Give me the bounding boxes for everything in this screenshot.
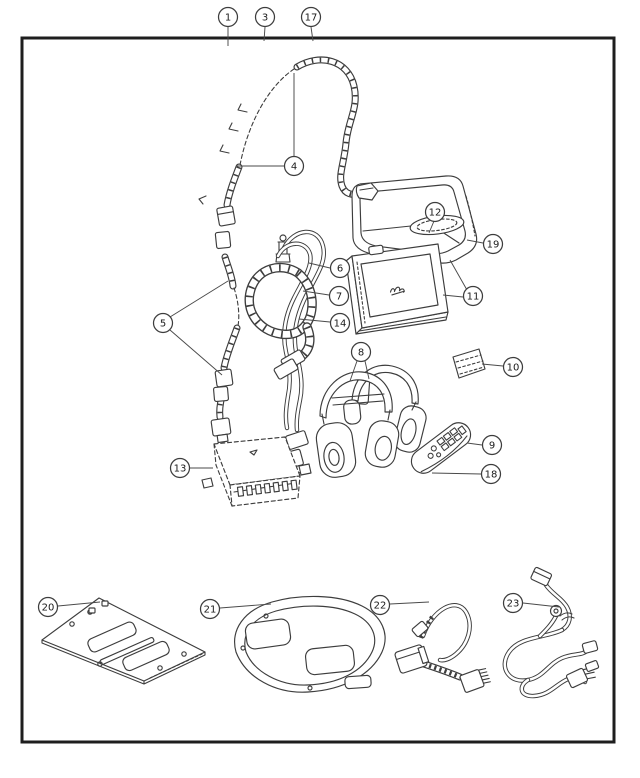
harness-connector-lower2: [213, 386, 229, 402]
harness-connector-upper2: [214, 230, 232, 250]
leader-lines: [57, 26, 560, 609]
cable22-connector-right: [459, 668, 491, 693]
callout-1-label: 1: [225, 13, 231, 24]
callout-5: 5: [152, 312, 174, 334]
callout-21-label: 21: [204, 605, 217, 616]
harness-end-connector: [210, 417, 232, 444]
callout-5-label: 5: [160, 319, 166, 330]
callout-8: 8: [350, 341, 372, 363]
callout-17: 17: [300, 6, 322, 28]
headphone-ear-cup: [315, 422, 357, 478]
jumper-cable-drawing: [394, 605, 491, 693]
body-harness-drawing: [505, 566, 600, 696]
callout-7-label: 7: [336, 292, 342, 303]
cable14-lug2: [273, 358, 299, 380]
mounting-plate-drawing: [41, 597, 206, 685]
callout-13-label: 13: [174, 464, 187, 475]
callout-3: 3: [254, 6, 276, 28]
callout-20: 20: [37, 596, 59, 618]
callout-9: 9: [481, 434, 503, 456]
remote-buttons: [427, 425, 467, 459]
callout-19: 19: [482, 233, 504, 255]
callout-22-label: 22: [374, 601, 387, 612]
harness-connector-upper: [216, 205, 236, 227]
callout-4: 4: [283, 155, 305, 177]
callout-1: 1: [217, 6, 239, 28]
callout-13: 13: [169, 457, 191, 479]
harness23-top-connector: [530, 566, 553, 587]
callout-4-label: 4: [291, 162, 297, 173]
cable-fitting: [275, 234, 291, 263]
callout-6: 6: [329, 257, 351, 279]
callout-23: 23: [502, 592, 524, 614]
module-connector-row: [236, 479, 298, 497]
screen-logo: [389, 286, 406, 296]
callout-3-label: 3: [262, 13, 268, 24]
callout-14-label: 14: [334, 319, 347, 330]
harness23-grommet: [549, 604, 563, 618]
callout-20-label: 20: [42, 603, 55, 614]
headphone-ear-cup: [364, 420, 400, 468]
callout-6-label: 6: [337, 264, 343, 275]
callout-7: 7: [328, 285, 350, 307]
callout-18: 18: [480, 463, 502, 485]
bezel-housing-drawing: [234, 595, 386, 693]
overhead-wiring-harness-drawing: [198, 60, 360, 444]
grille-pad-drawing: [452, 348, 486, 379]
dome-cables-drawing: [249, 232, 324, 476]
harness-connector-lower: [214, 368, 234, 388]
callout-10: 10: [502, 356, 524, 378]
callout-11-label: 11: [467, 292, 480, 303]
callout-19-label: 19: [487, 240, 500, 251]
callout-9-label: 9: [489, 441, 495, 452]
overhead-monitor-drawing: [345, 175, 478, 335]
callout-10-label: 10: [507, 363, 520, 374]
cable22-connector-left: [394, 644, 430, 674]
arc-end-connector: [355, 182, 379, 201]
callout-12-label: 12: [429, 208, 442, 219]
callout-11: 11: [462, 285, 484, 307]
callout-21: 21: [199, 598, 221, 620]
figure-border: [20, 36, 616, 744]
harness23-plug: [565, 667, 596, 689]
callout-14: 14: [329, 312, 351, 334]
monitor-screen: [345, 243, 449, 335]
callout-8-label: 8: [358, 348, 364, 359]
callout-17-label: 17: [305, 13, 318, 24]
callout-22: 22: [369, 594, 391, 616]
dvd-module-drawing: [201, 436, 312, 507]
callout-18-label: 18: [485, 470, 498, 481]
remote-control-drawing: [410, 422, 472, 474]
headphone-ear-cup: [393, 405, 427, 453]
callout-23-label: 23: [507, 599, 520, 610]
callout-12: 12: [424, 201, 446, 223]
